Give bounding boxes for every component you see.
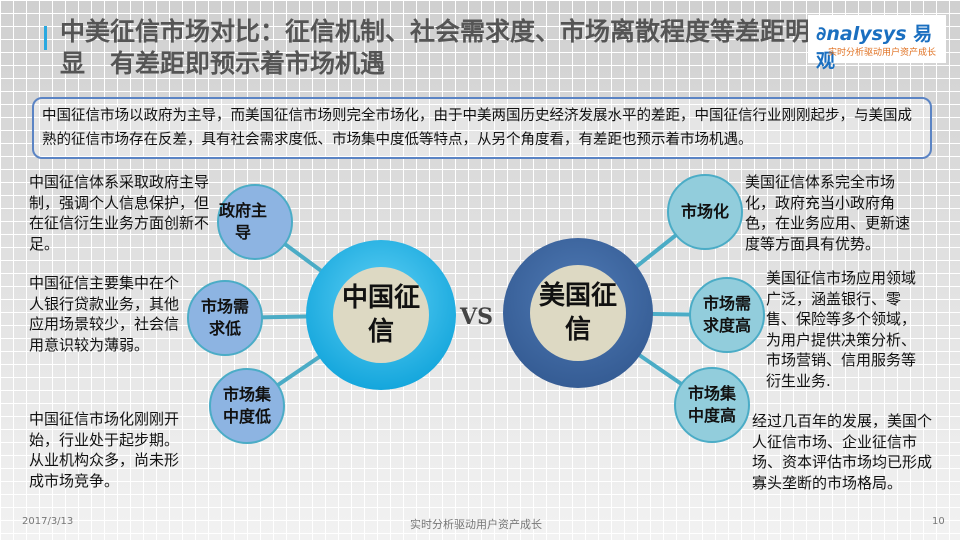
china-center: [333, 267, 429, 363]
logo-name: ∂nalysys 易观: [816, 23, 933, 72]
page-title: 中美征信市场对比：征信机制、社会需求度、市场离散程度等差距明显 有差距即预示着市…: [60, 17, 811, 78]
page-number: 10: [932, 516, 945, 527]
usa-node-label: 市场需求度高: [702, 294, 751, 335]
footer-slogan: 实时分析驱动用户资产成长: [410, 518, 542, 531]
usa-center-label: 美国征信: [538, 281, 617, 345]
china-node: [217, 184, 293, 260]
china-node-label: 政府主导: [218, 201, 267, 242]
china-node-label: 市场集中度低: [222, 385, 271, 426]
usa-node: [689, 277, 765, 353]
china-node-text: 中国征信主要集中在个人银行贷款业务，其他应用场景较少，社会信用意识较为薄弱。: [29, 274, 180, 354]
usa-center: [530, 265, 626, 361]
china-node: [209, 368, 285, 444]
china-node-text: 中国征信市场化刚刚开始，行业处于起步期。从业机构众多，尚未形成市场竞争。: [29, 410, 180, 490]
china-center-label: 中国征信: [341, 283, 420, 347]
summary-box: 中国征信市场以政府为主导，而美国征信市场则完全市场化，由于中美两国历史经济发展水…: [32, 97, 932, 159]
usa-node-label: 市场化: [680, 202, 729, 221]
logo-slogan: 实时分析驱动用户资产成长: [828, 48, 937, 58]
usa-node: [667, 174, 743, 250]
china-node-text: 中国征信体系采取政府主导制，强调个人信息保护，但在征信衍生业务方面创新不足。: [29, 173, 210, 253]
usa-node-text: 美国征信市场应用领域广泛，涵盖银行、零售、保险等多个领域，为用户提供决策分析、市…: [766, 269, 917, 390]
brand-logo: ∂nalysys 易观 实时分析驱动用户资产成长: [808, 15, 946, 72]
vs-label: VS: [460, 304, 493, 330]
china-node-label: 市场需求低: [200, 297, 249, 338]
usa-node-text: 经过几百年的发展，美国个人征信市场、企业征信市场、资本评估市场均已形成寡头垄断的…: [752, 412, 933, 492]
footer-date: 2017/3/13: [22, 516, 74, 527]
usa-node-label: 市场集中度高: [687, 384, 736, 425]
usa-node: [674, 367, 750, 443]
title-accent-bar: [44, 26, 47, 50]
usa-node-text: 美国征信体系完全市场化，政府充当小政府角色，在业务应用、更新速度等方面具有优势。: [745, 173, 911, 253]
china-node: [187, 280, 263, 356]
